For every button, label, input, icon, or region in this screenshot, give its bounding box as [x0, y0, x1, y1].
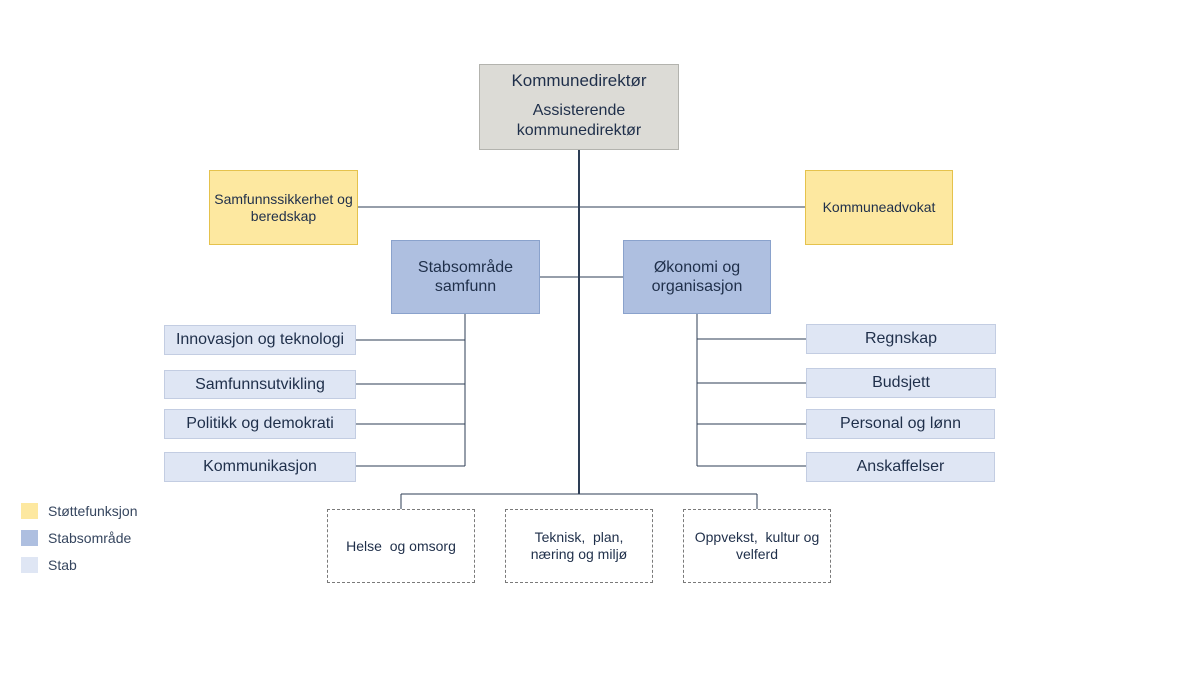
legend-swatch-stabsomrade: [21, 530, 38, 546]
stab-budsjett-box: Budsjett: [806, 368, 996, 398]
unit-helse-box: Helse og omsorg: [327, 509, 475, 583]
stab-anskaffelser-label: Anskaffelser: [856, 458, 945, 476]
stab-innovasjon-label: Innovasjon og teknologi: [175, 331, 345, 349]
stab-samfunnsutvikling-box: Samfunnsutvikling: [164, 370, 356, 399]
stab-regnskap-label: Regnskap: [864, 330, 938, 348]
assisterende-title: Assisterende kommunedirektør: [516, 102, 642, 139]
stabsomrade-samfunn-label: Stabsområde samfunn: [417, 258, 514, 295]
stab-personal-label: Personal og lønn: [840, 415, 961, 433]
legend-label-stabsomrade: Stabsområde: [48, 530, 132, 546]
legend-label-stab: Stab: [48, 557, 77, 573]
legend-stabsomrade: Stabsområde: [21, 530, 131, 546]
stab-kommunikasjon-label: Kommunikasjon: [203, 458, 317, 476]
legend-stottefunksjon: Støttefunksjon: [21, 503, 138, 519]
kommuneadvokat-box: Kommuneadvokat: [805, 170, 953, 245]
okonomi-organisasjon-box: Økonomi og organisasjon: [623, 240, 771, 314]
stab-politikk-box: Politikk og demokrati: [164, 409, 356, 439]
kommunedirektor-box: Kommunedirektør Assisterende kommunedire…: [479, 64, 679, 150]
stab-budsjett-label: Budsjett: [872, 374, 930, 392]
stab-regnskap-box: Regnskap: [806, 324, 996, 354]
stabsomrade-samfunn-box: Stabsområde samfunn: [391, 240, 540, 314]
kommuneadvokat-label: Kommuneadvokat: [822, 199, 936, 216]
stab-kommunikasjon-box: Kommunikasjon: [164, 452, 356, 482]
stab-samfunnsutvikling-label: Samfunnsutvikling: [195, 375, 325, 393]
stab-personal-box: Personal og lønn: [806, 409, 995, 439]
samfunnssikkerhet-box: Samfunnssikkerhet og beredskap: [209, 170, 358, 245]
stab-anskaffelser-box: Anskaffelser: [806, 452, 995, 482]
unit-teknisk-box: Teknisk, plan, næring og miljø: [505, 509, 653, 583]
unit-oppvekst-box: Oppvekst, kultur og velferd: [683, 509, 831, 583]
legend-stab: Stab: [21, 557, 77, 573]
legend-swatch-stab: [21, 557, 38, 573]
legend-label-stottefunksjon: Støttefunksjon: [48, 503, 138, 519]
stab-innovasjon-box: Innovasjon og teknologi: [164, 325, 356, 355]
legend-swatch-stottefunksjon: [21, 503, 38, 519]
unit-teknisk-label: Teknisk, plan, næring og miljø: [530, 529, 628, 562]
okonomi-organisasjon-label: Økonomi og organisasjon: [651, 258, 743, 295]
kommunedirektor-title: Kommunedirektør: [511, 71, 647, 90]
stab-politikk-label: Politikk og demokrati: [186, 415, 334, 433]
unit-helse-label: Helse og omsorg: [346, 537, 456, 554]
samfunnssikkerhet-label: Samfunnssikkerhet og beredskap: [214, 190, 353, 224]
unit-oppvekst-label: Oppvekst, kultur og velferd: [694, 529, 824, 562]
